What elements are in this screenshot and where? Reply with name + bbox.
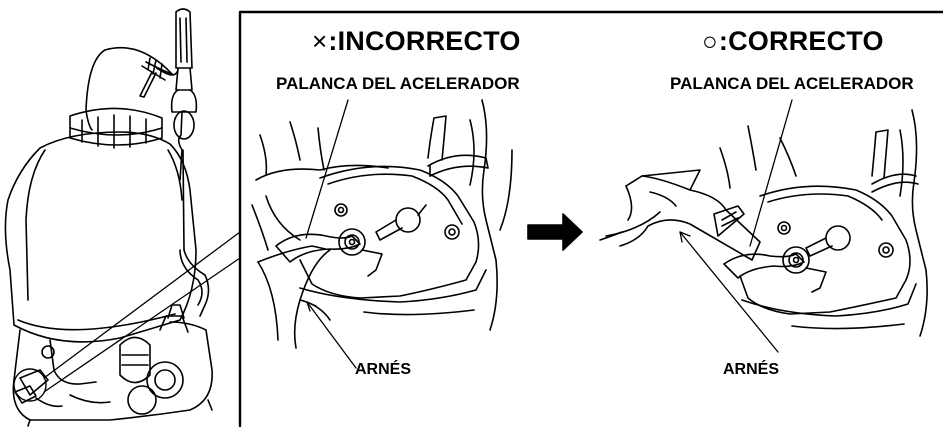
tank-body [4, 131, 197, 343]
incorrect-title-text: :INCORRECTO [328, 26, 521, 56]
incorrect-title: ×:INCORRECTO [312, 26, 521, 57]
incorrect-closeup [251, 99, 513, 369]
incorrect-lever-label: PALANCA DEL ACELERADOR [276, 74, 520, 93]
correct-closeup [599, 99, 928, 353]
sprayer-illustration [4, 8, 241, 427]
engine [12, 321, 213, 421]
right-arrow-icon [527, 213, 583, 251]
cross-icon: × [312, 26, 328, 56]
panel-frame [238, 10, 943, 428]
correct-title: ○:CORRECTO [702, 26, 884, 57]
throttle-lever-incorrect [275, 233, 361, 263]
harness-strap-incorrect [257, 245, 331, 349]
harness-strap-correct [619, 169, 761, 261]
spray-hose [85, 46, 173, 131]
wand-handle [175, 8, 193, 69]
correct-lever-label: PALANCA DEL ACELERADOR [670, 74, 914, 93]
incorrect-harness-label: ARNÉS [355, 361, 412, 378]
correct-title-text: :CORRECTO [718, 26, 884, 56]
tank-cap [69, 107, 163, 146]
circle-icon: ○ [702, 26, 718, 56]
throttle-lever-correct [723, 253, 805, 279]
correct-harness-label: ARNÉS [723, 361, 780, 378]
